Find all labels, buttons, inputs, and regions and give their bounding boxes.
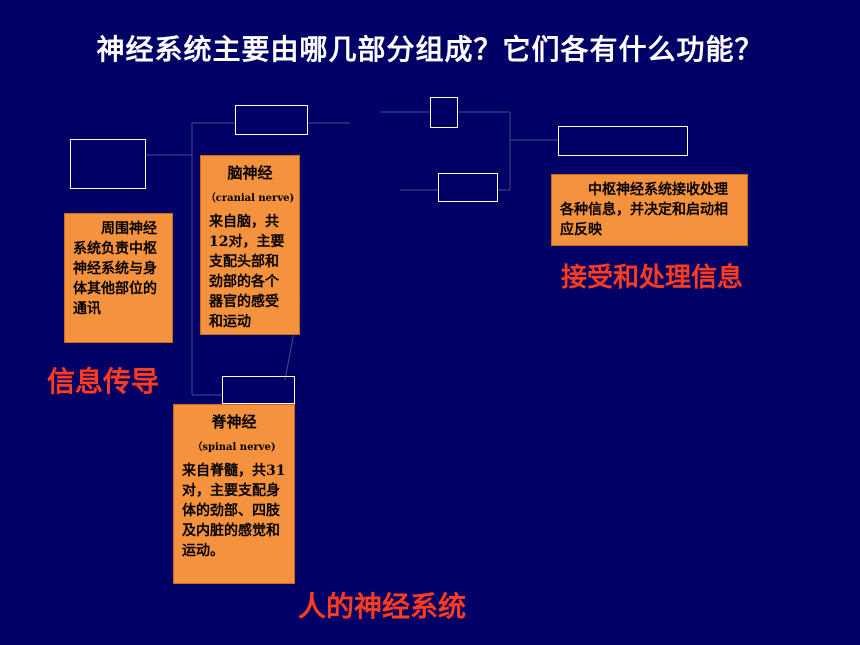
cranial-card-text: 来自脑，共12对，主要支配头部和劲部的各个器官的感受和运动 bbox=[209, 214, 285, 330]
peripheral-card-text: 周围神经系统负责中枢神经系统与身体其他部位的通讯 bbox=[73, 221, 157, 317]
spinal-card-subtitle: （spinal nerve) bbox=[192, 442, 276, 453]
peripheral-nervous-system-card: 周围神经系统负责中枢神经系统与身体其他部位的通讯 bbox=[64, 213, 173, 343]
cranial-card-title: 脑神经 bbox=[227, 164, 273, 182]
cranial-card-subtitle: （cranial nerve) bbox=[205, 193, 295, 204]
label-receive-process: 接受和处理信息 bbox=[561, 263, 744, 293]
placeholder-box-right bbox=[558, 126, 688, 156]
label-info-conduction: 信息传导 bbox=[47, 365, 160, 398]
placeholder-box-center bbox=[438, 173, 498, 202]
cranial-nerve-card: 脑神经 （cranial nerve) 来自脑，共12对，主要支配头部和劲部的各… bbox=[200, 155, 300, 335]
slide-title: 神经系统主要由哪几部分组成？它们各有什么功能？ bbox=[96, 33, 764, 66]
spinal-card-title: 脊神经 bbox=[211, 413, 257, 431]
label-human-nervous-system: 人的神经系统 bbox=[298, 590, 467, 623]
placeholder-box-top-left bbox=[70, 139, 146, 189]
placeholder-box-cranial bbox=[235, 105, 308, 135]
central-card-text: 中枢神经系统接收处理各种信息，并决定和启动相应反映 bbox=[560, 182, 728, 238]
spinal-card-text: 来自脊髓，共31对，主要支配身体的劲部、四肢及内脏的感觉和运动。 bbox=[182, 463, 286, 559]
spinal-nerve-card: 脊神经 （spinal nerve) 来自脊髓，共31对，主要支配身体的劲部、四… bbox=[173, 404, 295, 584]
placeholder-box-top bbox=[430, 97, 458, 128]
placeholder-box-spinal bbox=[222, 376, 295, 404]
central-nervous-system-card: 中枢神经系统接收处理各种信息，并决定和启动相应反映 bbox=[551, 174, 748, 246]
